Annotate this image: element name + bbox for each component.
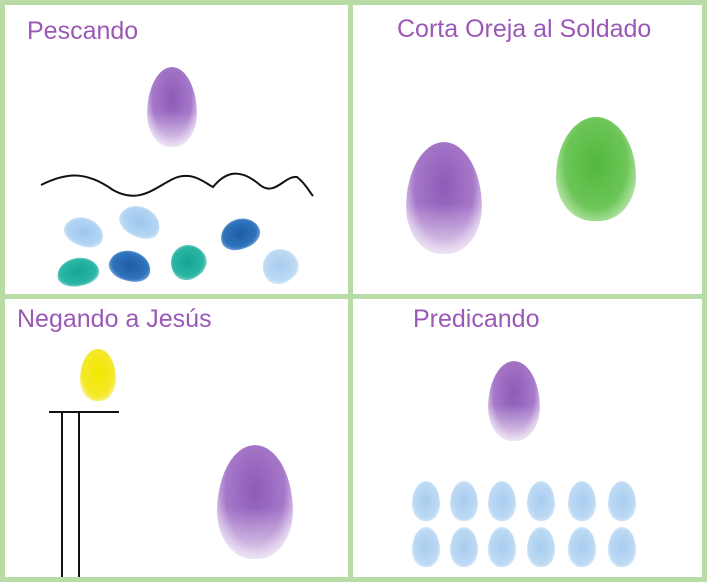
panel-fishing: Pescando <box>5 5 348 294</box>
panel-denying-title: Negando a Jesús <box>17 305 212 333</box>
soldier-thumbprint <box>556 117 636 221</box>
crowd-thumbprint-1 <box>412 481 440 521</box>
crowd-thumbprint-11 <box>568 527 596 567</box>
stand-right-leg <box>78 411 80 577</box>
crowd-thumbprint-7 <box>412 527 440 567</box>
stand-left-leg <box>61 411 63 577</box>
crowd-thumbprint-12 <box>608 527 636 567</box>
panel-ear: Corta Oreja al Soldado <box>353 5 702 294</box>
crowd-thumbprint-4 <box>527 481 555 521</box>
crowd-thumbprint-5 <box>568 481 596 521</box>
panel-preaching-title: Predicando <box>413 305 540 333</box>
flame-thumbprint <box>80 349 116 401</box>
peter-thumbprint <box>406 142 482 254</box>
panel-ear-title: Corta Oreja al Soldado <box>397 15 652 43</box>
panel-fishing-title: Pescando <box>27 17 139 45</box>
preacher-thumbprint <box>488 361 540 441</box>
crowd-thumbprint-9 <box>488 527 516 567</box>
stand-top-bar <box>49 411 119 413</box>
fisher-thumbprint <box>147 67 197 147</box>
crowd-thumbprint-10 <box>527 527 555 567</box>
peter-thumbprint-denying <box>217 445 293 559</box>
panel-preaching: Predicando <box>353 299 702 577</box>
crowd-thumbprint-3 <box>488 481 516 521</box>
grid-vertical-divider <box>348 0 353 582</box>
water-waves <box>40 172 314 197</box>
crowd-thumbprint-8 <box>450 527 478 567</box>
crowd-thumbprint-2 <box>450 481 478 521</box>
grid-horizontal-divider <box>0 294 707 299</box>
panel-denying: Negando a Jesús <box>5 299 348 577</box>
crowd-thumbprint-6 <box>608 481 636 521</box>
